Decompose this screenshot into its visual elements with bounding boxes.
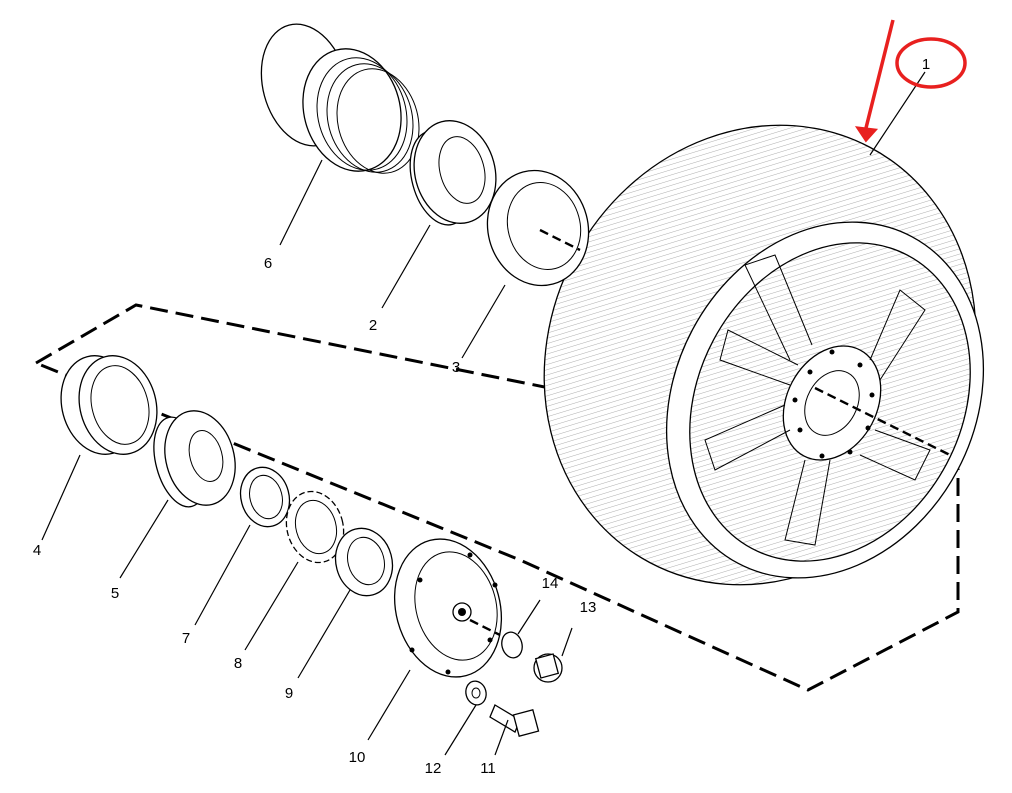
highlight-annotation (854, 19, 967, 143)
callout-6: 6 (264, 255, 272, 272)
callout-5: 5 (111, 585, 119, 602)
part-1-wheel[interactable] (464, 49, 1012, 661)
callout-9: 9 (285, 685, 293, 702)
part-4-bearing-cup[interactable] (50, 347, 167, 463)
part-2-bearing-cone[interactable] (401, 111, 508, 232)
part-3-bearing-cup[interactable] (475, 159, 602, 297)
part-7-washer[interactable] (234, 462, 296, 532)
part-10-hub-cap[interactable] (380, 527, 517, 689)
callout-12: 12 (425, 760, 442, 777)
part-9-nut[interactable] (328, 522, 400, 602)
callout-14: 14 (542, 575, 559, 592)
leader-lines (41, 71, 926, 756)
callout-11: 11 (480, 760, 496, 777)
callout-3: 3 (452, 359, 460, 376)
red-arrow-line (864, 19, 895, 129)
part-13-plug[interactable] (533, 653, 563, 683)
assembly-boundary-dashed (35, 303, 960, 692)
callout-10: 10 (349, 749, 366, 766)
red-highlight-circle (895, 37, 967, 89)
callout-4: 4 (33, 542, 41, 559)
center-lines (469, 228, 951, 637)
callout-labels: 1 2 3 4 5 6 7 8 9 10 11 12 13 14 (33, 56, 930, 777)
part-14-o-ring[interactable] (499, 630, 525, 660)
callout-8: 8 (234, 655, 242, 672)
callout-7: 7 (182, 630, 190, 647)
part-8-lock-washer[interactable] (279, 485, 352, 569)
part-12-washer[interactable] (463, 679, 489, 707)
callout-1: 1 (922, 56, 930, 73)
part-11-bolt[interactable] (489, 704, 540, 738)
red-arrow-head (854, 126, 879, 143)
part-6-seal[interactable] (248, 14, 430, 182)
callout-13: 13 (580, 599, 597, 616)
callout-2: 2 (369, 317, 377, 334)
part-5-bearing-cone[interactable] (145, 403, 245, 513)
